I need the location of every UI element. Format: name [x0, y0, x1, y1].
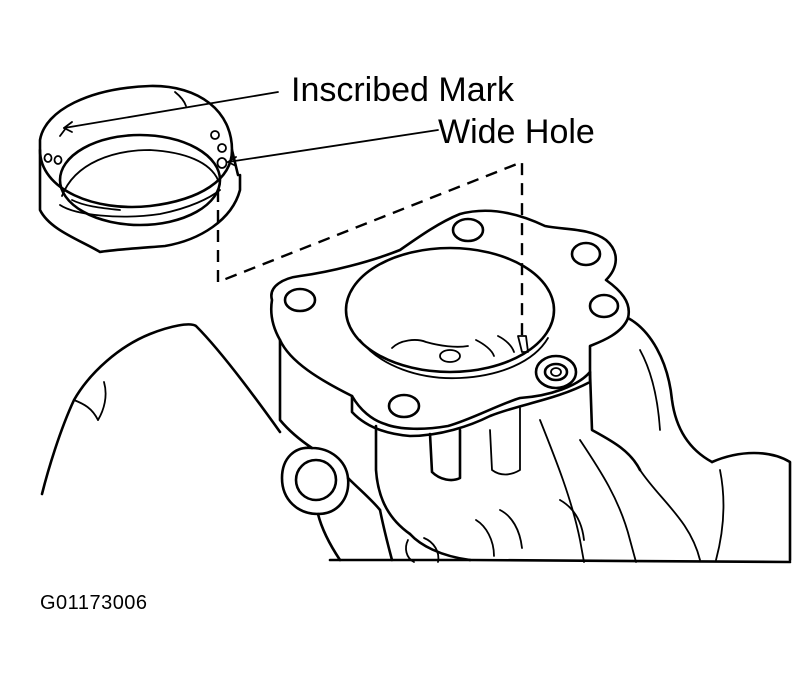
- arrow-heads: [63, 121, 237, 167]
- leader-lines: [63, 91, 439, 163]
- engine-outline: [40, 323, 282, 496]
- adapter-ring: [38, 84, 242, 254]
- alignment-guide: [216, 160, 524, 340]
- inscribed-mark-label: Inscribed Mark: [291, 71, 514, 109]
- pump-housing: [269, 209, 792, 564]
- wide-hole-label: Wide Hole: [438, 113, 595, 151]
- figure-code: G01173006: [40, 592, 148, 614]
